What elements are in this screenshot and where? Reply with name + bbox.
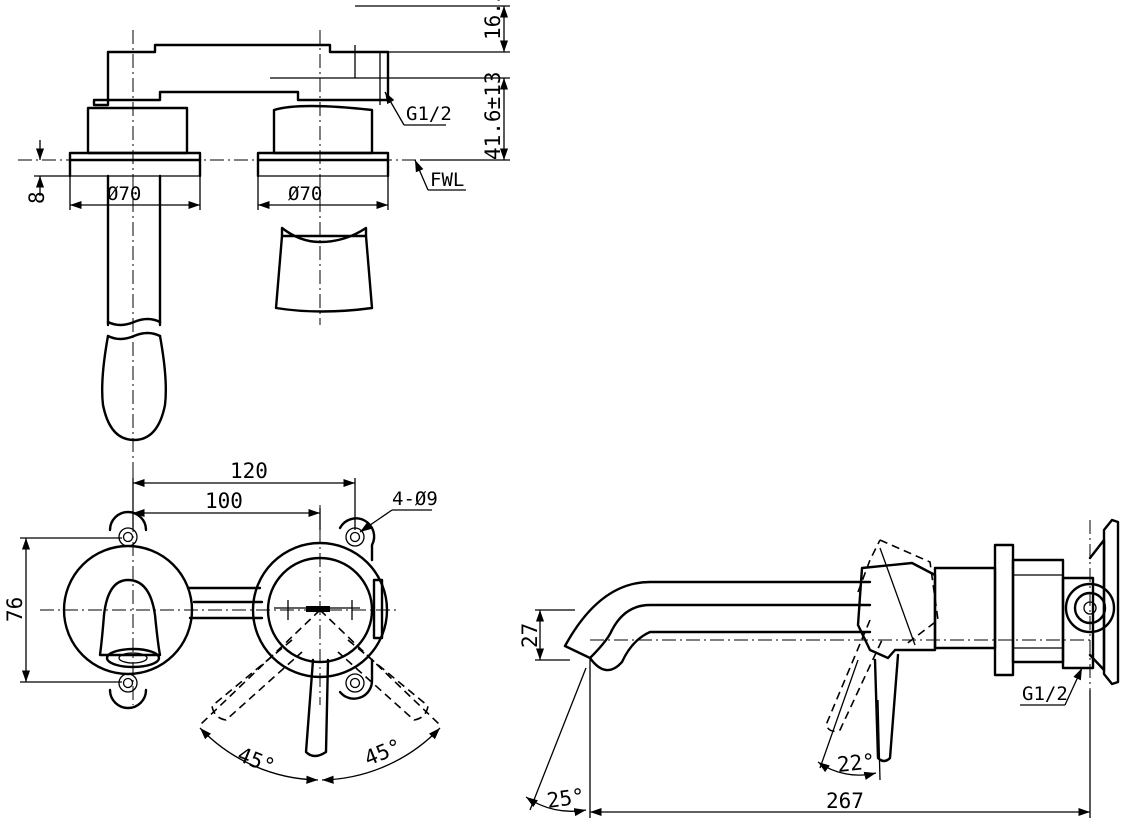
dim-diameter-left: Ø70 — [107, 183, 141, 205]
top-view-dimensions: 16.5 41.6±13 G1/2 FWL 8 Ø70 Ø70 — [25, 0, 510, 210]
label-thread-side: G1/2 — [1022, 683, 1068, 705]
dim-spacing-outer: 120 — [230, 459, 268, 483]
label-holes: 4-Ø9 — [392, 488, 438, 510]
dim-height-front: 76 — [3, 597, 27, 622]
dim-top-height: 16.5 — [481, 0, 505, 40]
dim-spout-offset: 41.6±13 — [481, 71, 505, 160]
dim-angle-left: 45° — [234, 742, 278, 778]
front-view — [40, 470, 441, 758]
dim-spout-angle: 25° — [545, 784, 586, 813]
dim-lever-angle: 22° — [836, 749, 876, 777]
side-view-dimensions: 27 267 25° 22° G1/2 — [518, 609, 1091, 818]
label-fwl: FWL — [430, 169, 464, 191]
top-elevation-view — [18, 30, 420, 470]
dim-spacing-inner: 100 — [205, 489, 243, 513]
dim-diameter-right: Ø70 — [288, 183, 322, 205]
dim-length: 267 — [826, 789, 864, 813]
dim-angle-right: 45° — [361, 734, 405, 770]
label-thread-top: G1/2 — [406, 103, 452, 125]
dim-spout-height: 27 — [518, 623, 542, 648]
dim-plate-depth: 8 — [25, 191, 49, 204]
side-view — [563, 518, 1120, 763]
